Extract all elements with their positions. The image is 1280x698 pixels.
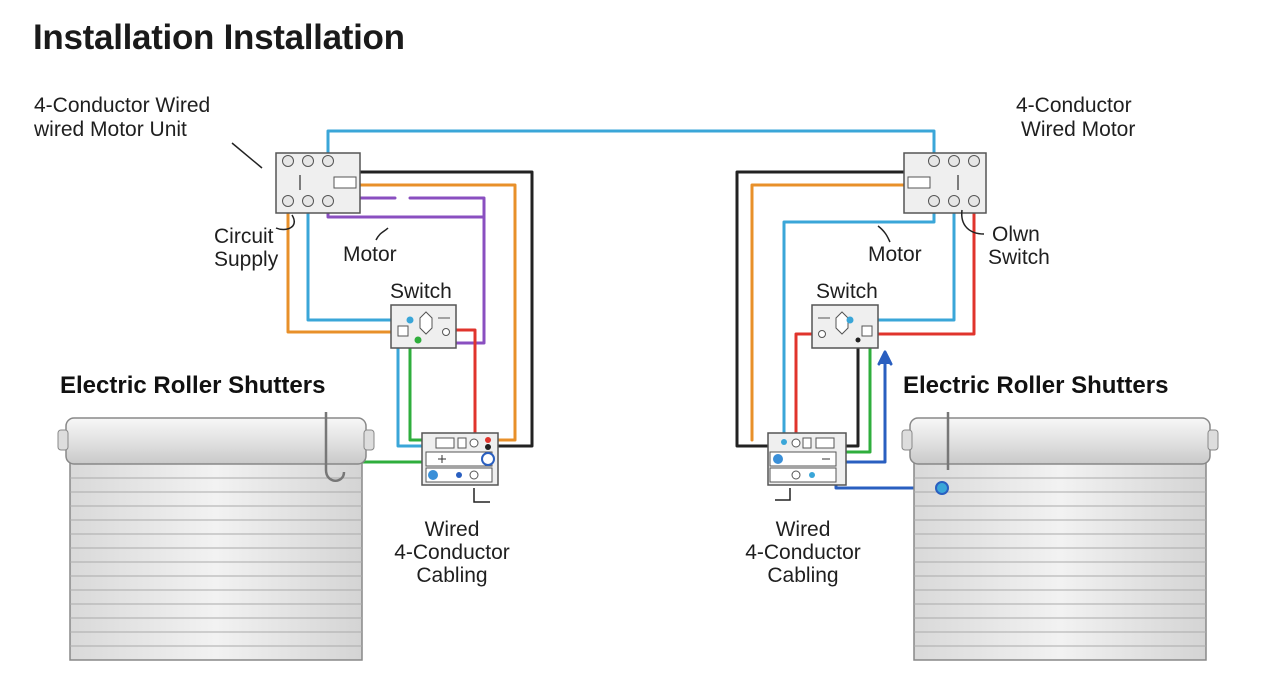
page-title: Installation Installation: [33, 18, 405, 57]
wire-right-blue-switch: [848, 203, 956, 322]
left-motor-label: Motor: [343, 243, 397, 266]
right-shutter-label: Electric Roller Shutters: [903, 372, 1168, 399]
left-supply-label-1: Circuit: [214, 225, 274, 248]
wire-right-navy-up: [844, 354, 887, 464]
wire-left-orange-motor: [358, 183, 517, 442]
right-motor-label: Motor: [868, 243, 922, 266]
wire-left-cyan-drop: [396, 338, 426, 448]
right-cabling-label-1: Wired: [776, 518, 831, 541]
left-switch-box: [390, 304, 457, 349]
right-cabling-label-2: 4-Conductor: [745, 541, 861, 564]
wire-right-red-drop: [794, 332, 815, 442]
left-motor-unit-box: [275, 152, 361, 214]
left-switch-label: Switch: [390, 280, 452, 303]
right-switch-label: Switch: [816, 280, 878, 303]
left-motor-unit-label-1: 4-Conductor Wired: [34, 94, 210, 117]
wire-left-orange-supply: [286, 203, 400, 334]
left-roller-shutter: [57, 412, 375, 661]
wire-right-orange: [750, 183, 906, 442]
wire-right-green: [844, 338, 872, 454]
left-junction-box: [421, 432, 499, 486]
wire-left-purple-top: [358, 196, 486, 219]
right-roller-shutter: [901, 412, 1219, 661]
right-motor-unit-label-2: Wired Motor: [1021, 118, 1135, 141]
right-switch-side-label-2: Switch: [988, 246, 1050, 269]
pointer-right-motor: [877, 225, 891, 243]
right-switch-box: [811, 304, 879, 349]
right-motor-unit-label-1: 4-Conductor: [1016, 94, 1132, 117]
right-cabling-label-3: Cabling: [767, 564, 838, 587]
left-motor-unit-label-2: wired Motor Unit: [33, 118, 187, 141]
left-cabling-label-3: Cabling: [416, 564, 487, 587]
right-junction-box: [767, 432, 847, 486]
wire-blue-crosslink: [326, 129, 936, 160]
wire-left-blue: [306, 203, 412, 322]
pointer-right-switch: [961, 209, 985, 235]
left-shutter-label: Electric Roller Shutters: [60, 372, 325, 399]
right-motor-unit-box: [903, 152, 987, 214]
left-cabling-label-2: 4-Conductor: [394, 541, 510, 564]
wire-left-red: [454, 328, 477, 440]
wire-right-red: [874, 203, 976, 336]
pointer-left-supply: [275, 214, 295, 231]
pointer-left-motor-unit: [231, 142, 263, 169]
left-supply-label-2: Supply: [214, 248, 279, 271]
wire-left-green-drop: [408, 341, 426, 442]
wire-right-black: [735, 170, 906, 448]
wire-right-black-drop: [844, 338, 860, 448]
wire-left-black: [358, 170, 534, 448]
pointer-left-motor: [375, 227, 389, 241]
pointer-left-cable: [473, 488, 490, 503]
right-switch-side-label-1: Olwn: [992, 223, 1040, 246]
arrowhead-right-navy: [877, 350, 893, 366]
left-cabling-label-1: Wired: [425, 518, 480, 541]
pointer-right-cable: [775, 488, 791, 501]
